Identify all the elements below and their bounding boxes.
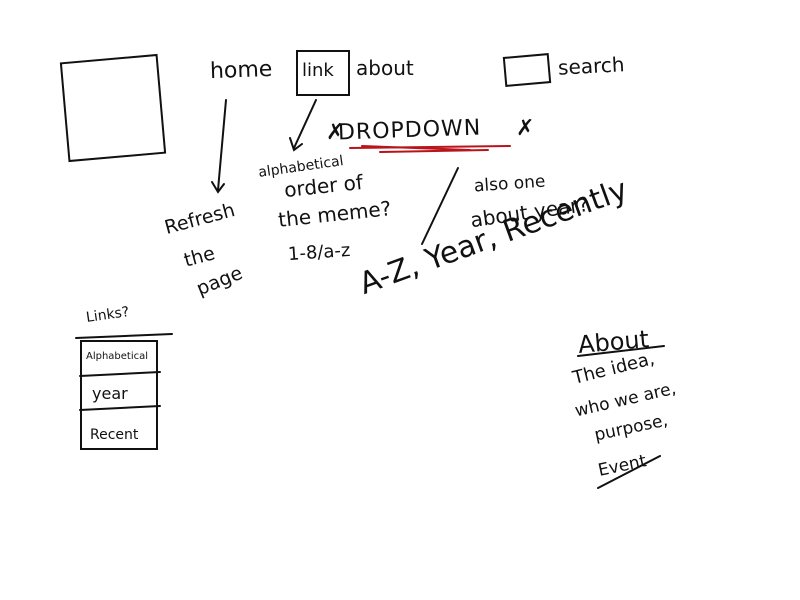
home-arrow (211, 99, 227, 194)
nav-about[interactable]: about (356, 56, 414, 80)
about-line-4: Event (596, 451, 649, 481)
refresh-note-line-2: the (181, 242, 218, 272)
dropdown-red-underline-3 (361, 145, 471, 151)
link-arrow (289, 99, 317, 152)
search-input[interactable] (502, 53, 552, 87)
links-item-alphabetical[interactable]: Alphabetical (86, 351, 149, 362)
search-label: search (557, 52, 626, 80)
refresh-note-line-3: page (193, 261, 246, 301)
logo-placeholder (59, 53, 167, 163)
alpha-note-line-3: the meme? (277, 196, 393, 232)
links-item-recent[interactable]: Recent (90, 427, 139, 443)
nav-home[interactable]: home (209, 56, 273, 85)
dropdown-label[interactable]: DROPDOWN (337, 115, 482, 146)
links-item-year[interactable]: year (92, 384, 128, 403)
nav-link: link (302, 60, 334, 81)
dropdown-x-left-icon: ✗ (326, 120, 345, 145)
dropdown-red-underline-1 (349, 145, 511, 149)
alpha-note-line-4: 1-8/a-z (287, 239, 352, 266)
about-line-3: purpose, (592, 410, 670, 446)
year-note-line-1: also one (473, 171, 547, 197)
dropdown-red-underline-2 (379, 149, 489, 153)
links-box-title: Links? (85, 304, 131, 326)
dropdown-x-right-icon: ✗ (516, 116, 535, 141)
refresh-note-line-1: Refresh (162, 199, 238, 239)
nav-link-box[interactable]: link (296, 50, 350, 96)
links-box: Alphabetical year Recent (80, 340, 158, 450)
links-box-top-line (75, 333, 173, 339)
alpha-note-line-2: order of (282, 169, 365, 203)
